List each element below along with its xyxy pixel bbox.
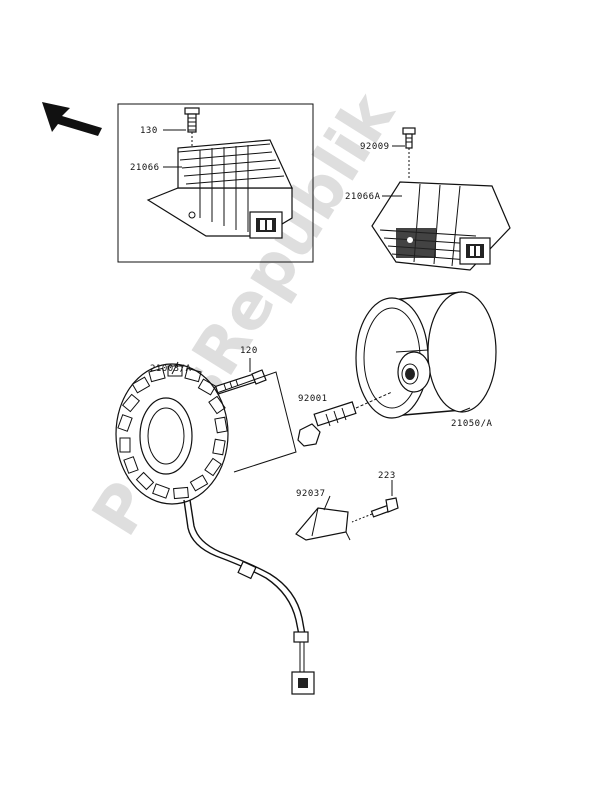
rotor-21050a (355, 291, 497, 419)
label-223: 223 (378, 471, 396, 481)
stator-wiring-harness (183, 499, 315, 695)
label-92009: 92009 (360, 142, 390, 152)
bolt-223 (351, 497, 399, 523)
regulator-21066 (146, 139, 293, 239)
front-direction-arrow-icon (42, 102, 102, 136)
label-92037: 92037 (296, 489, 326, 499)
leader-92037 (323, 495, 331, 511)
stator-21003a (115, 363, 229, 505)
label-120: 120 (240, 346, 258, 356)
regulator-21066a (371, 181, 511, 271)
leader-21003a (171, 361, 179, 375)
bolt-92001 (297, 391, 393, 447)
bracket-line (213, 371, 297, 473)
label-21050a: 21050/A (451, 419, 493, 429)
plate-92037 (295, 507, 351, 541)
label-92001: 92001 (298, 394, 328, 404)
leader-21050a (459, 407, 471, 413)
label-21003a: 21003/A (150, 364, 192, 374)
bolt-92009 (402, 127, 416, 180)
label-130: 130 (140, 126, 158, 136)
label-21066: 21066 (130, 163, 160, 173)
label-21066a: 21066A (345, 192, 381, 202)
regulator-inset-box (117, 103, 314, 263)
bolt-120 (214, 369, 267, 395)
